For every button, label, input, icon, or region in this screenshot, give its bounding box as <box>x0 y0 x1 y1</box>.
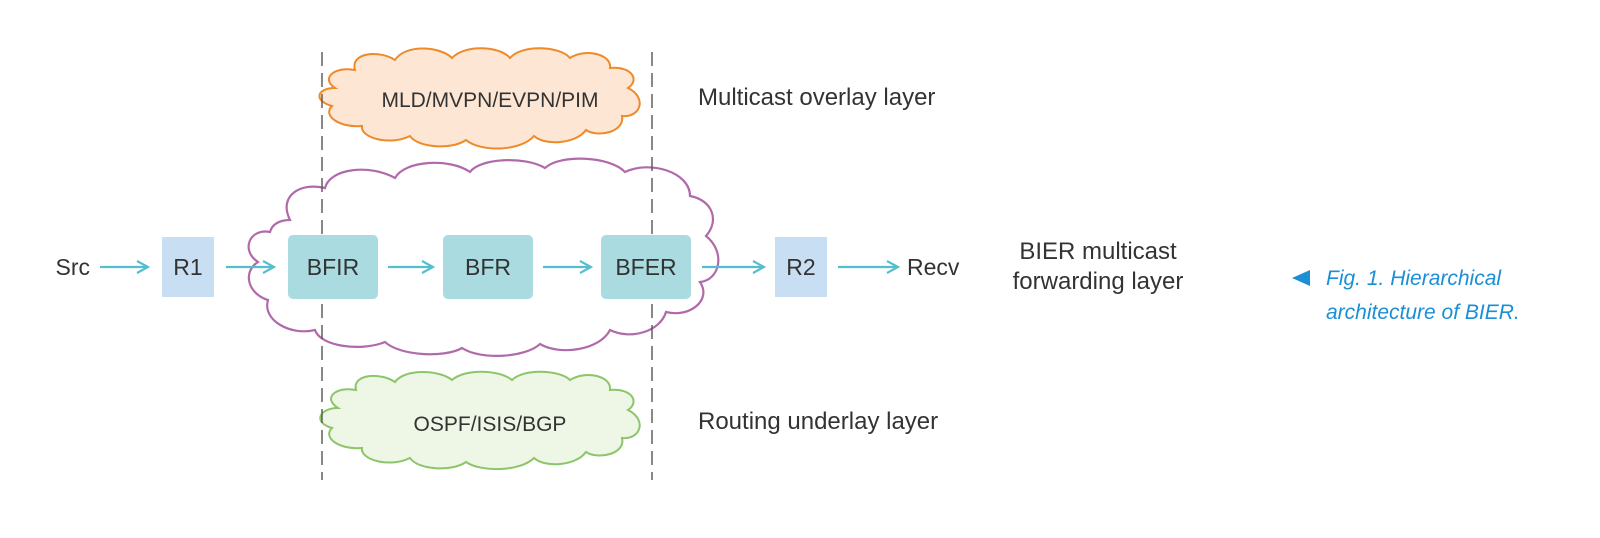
router-r1-label: R1 <box>173 254 202 280</box>
node-bfr-label: BFR <box>465 254 511 280</box>
forwarding-layer-label-line1: BIER multicast <box>1019 238 1177 265</box>
overlay-layer-label: Multicast overlay layer <box>698 84 935 111</box>
underlay-cloud <box>319 370 641 471</box>
recv-label: Recv <box>907 254 960 280</box>
node-bfir <box>288 235 378 299</box>
node-bfr <box>443 235 533 299</box>
node-bfer-label: BFER <box>615 254 676 280</box>
node-bfir-label: BFIR <box>307 254 359 280</box>
caption-line1: Fig. 1. Hierarchical <box>1326 267 1502 290</box>
underlay-layer-label: Routing underlay layer <box>698 408 938 435</box>
node-bfer <box>601 235 691 299</box>
overlay-cloud-text: MLD/MVPN/EVPN/PIM <box>381 89 598 112</box>
underlay-cloud-text: OSPF/ISIS/BGP <box>414 413 567 436</box>
forwarding-layer-label-line2: forwarding layer <box>1013 268 1184 295</box>
overlay-cloud <box>318 47 641 150</box>
src-label: Src <box>56 254 91 280</box>
caption-line2: architecture of BIER. <box>1326 301 1520 324</box>
router-r2-label: R2 <box>786 254 815 280</box>
router-r1 <box>162 237 214 297</box>
router-r2 <box>775 237 827 297</box>
caption-pointer-icon <box>1292 270 1310 286</box>
